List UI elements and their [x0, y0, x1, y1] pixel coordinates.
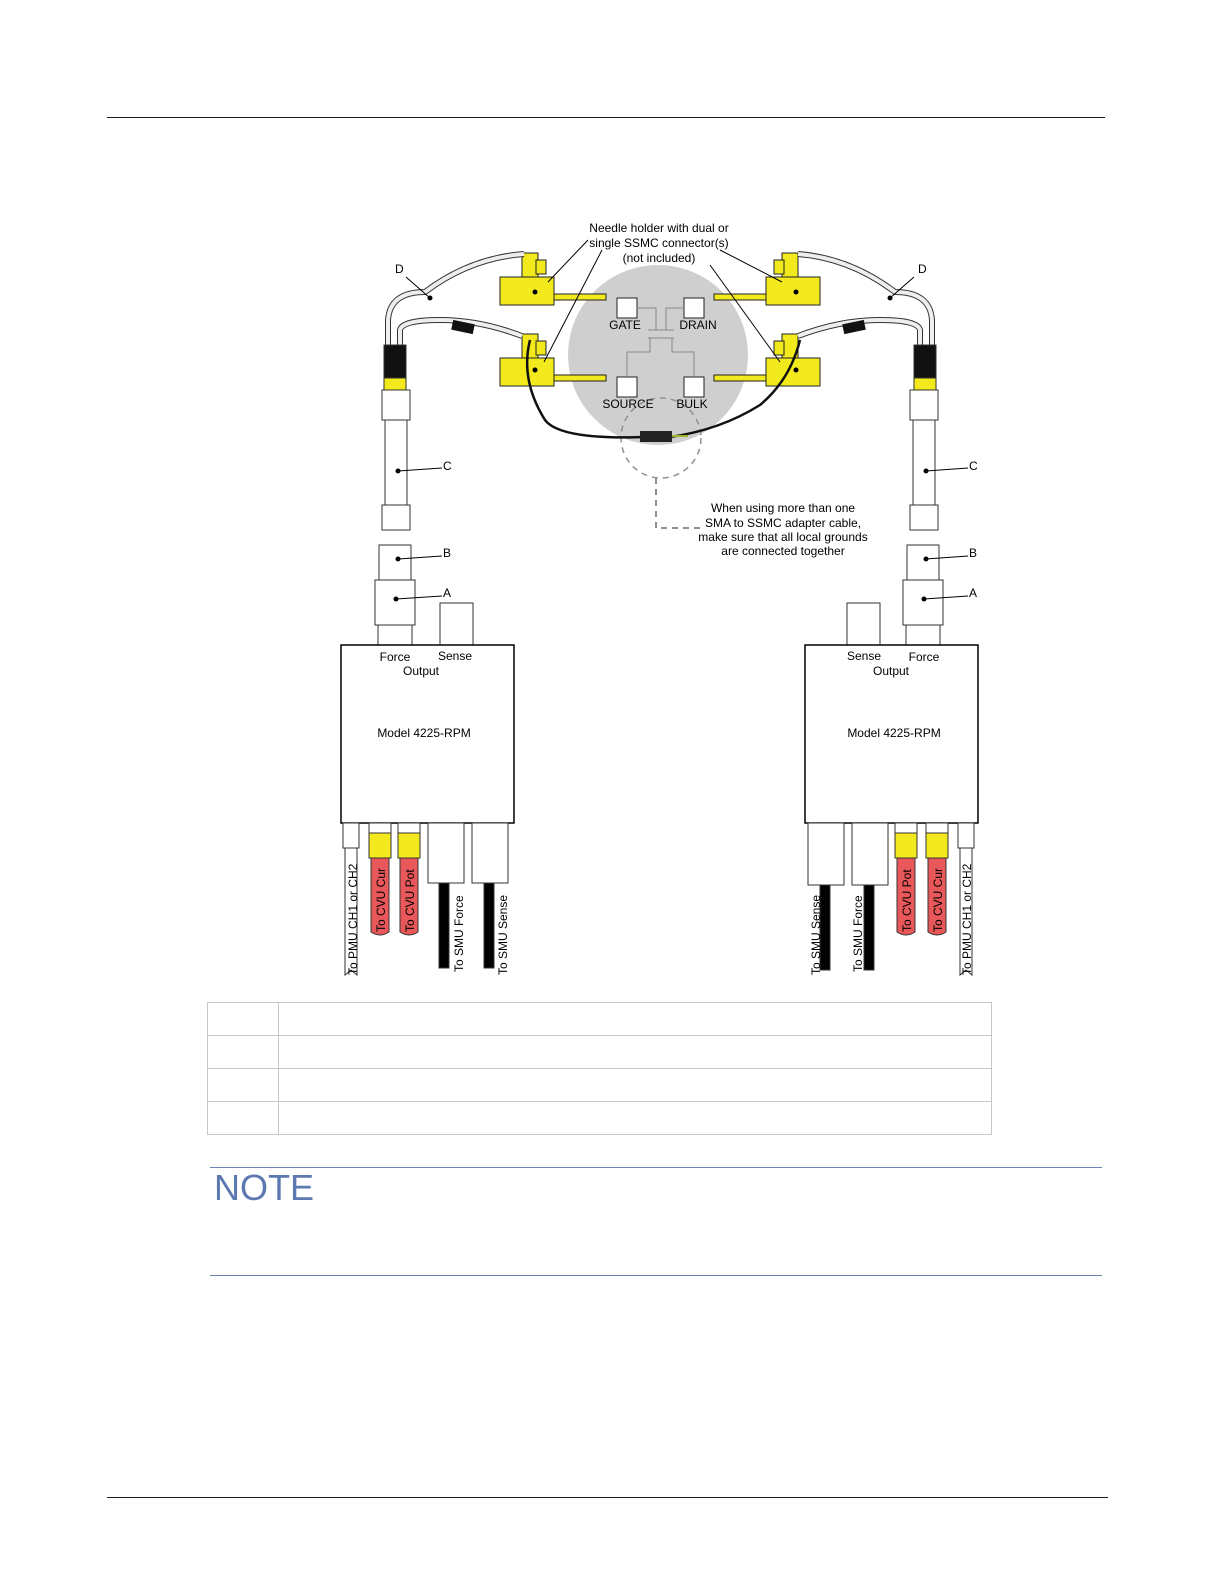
rpm-left-sense-label: Sense [438, 649, 472, 663]
left-cvu-pot-label: To CVU Pot [403, 869, 417, 932]
callout-d-left: D [395, 262, 404, 276]
left-cvu-cur-label: To CVU Cur [374, 868, 388, 932]
table-row [207, 1068, 992, 1102]
ground-wire-left [525, 339, 646, 439]
gate-pad [616, 297, 638, 319]
bulk-label: BULK [676, 397, 707, 411]
right-adapter-stack [846, 344, 944, 646]
needle-holder-top-right [713, 252, 821, 306]
ground-note-line-2: SMA to SSMC adapter cable, [705, 516, 861, 530]
right-cvu-cur-label: To CVU Cur [931, 868, 945, 932]
needle-holder-top-left [499, 252, 607, 306]
callout-b-left: B [443, 546, 451, 560]
callout-b-right: B [969, 546, 977, 560]
rpm-right-sense-label: Sense [847, 649, 881, 663]
ground-note-leader [655, 478, 700, 529]
needle-holder-label-1: Needle holder with dual or [589, 221, 728, 235]
legend-table [207, 1002, 992, 1135]
rpm-right-model-label: Model 4225-RPM [847, 726, 940, 740]
ground-note-line-3: make sure that all local grounds [698, 530, 867, 544]
probe-chuck [568, 265, 748, 445]
table-row [207, 1101, 992, 1135]
drain-pad [683, 297, 705, 319]
callout-d-right: D [918, 262, 927, 276]
gate-label: GATE [609, 318, 641, 332]
right-smu-sense-label: To SMU Sense [809, 895, 823, 975]
needle-holder-label-2: single SSMC connector(s) [589, 236, 728, 250]
left-pmu-label: To PMU CH1 or CH2 [346, 863, 360, 975]
rpm-left-output-label: Output [403, 664, 440, 678]
drain-label: DRAIN [679, 318, 716, 332]
callout-a-left: A [443, 586, 451, 600]
callout-leaders [393, 276, 969, 602]
callout-c-left: C [443, 459, 452, 473]
note-title: NOTE [214, 1167, 315, 1208]
rpm-right-output-label: Output [873, 664, 910, 678]
table-row [207, 1002, 992, 1036]
callout-a-right: A [969, 586, 977, 600]
source-pad [616, 376, 638, 398]
rpm-left-force-label: Force [380, 650, 411, 664]
source-label: SOURCE [602, 397, 653, 411]
transistor-traces [626, 307, 695, 377]
footer-rule [107, 1497, 1108, 1498]
right-pmu-label: To PMU CH1 or CH2 [960, 863, 974, 975]
header-rule [107, 117, 1105, 118]
left-adapter-stack [374, 344, 474, 646]
ground-note-line-1: When using more than one [711, 501, 855, 515]
needle-holder-leaders [543, 239, 783, 363]
rpm-box-left [340, 644, 515, 824]
left-rear-cables [342, 822, 509, 977]
right-cvu-pot-label: To CVU Pot [900, 869, 914, 932]
right-rear-cables [807, 822, 975, 977]
left-smu-sense-label: To SMU Sense [496, 895, 510, 975]
note-bottom-rule [210, 1275, 1102, 1276]
ground-wire-right [669, 339, 802, 439]
ground-note-line-4: are connected together [721, 544, 844, 558]
rpm-left-model-label: Model 4225-RPM [377, 726, 470, 740]
callout-c-right: C [969, 459, 978, 473]
note-top-rule [210, 1167, 1102, 1168]
connection-diagram: GATE DRAIN SOURCE BULK [340, 221, 979, 977]
ground-junction [640, 431, 672, 442]
rpm-right-force-label: Force [909, 650, 940, 664]
needle-holder-label-3: (not included) [623, 251, 696, 265]
rpm-box-right [804, 644, 979, 824]
table-row [207, 1035, 992, 1069]
bulk-pad [683, 376, 705, 398]
left-smu-force-label: To SMU Force [452, 895, 466, 972]
right-smu-force-label: To SMU Force [851, 895, 865, 972]
ssmc-cables [385, 251, 935, 350]
